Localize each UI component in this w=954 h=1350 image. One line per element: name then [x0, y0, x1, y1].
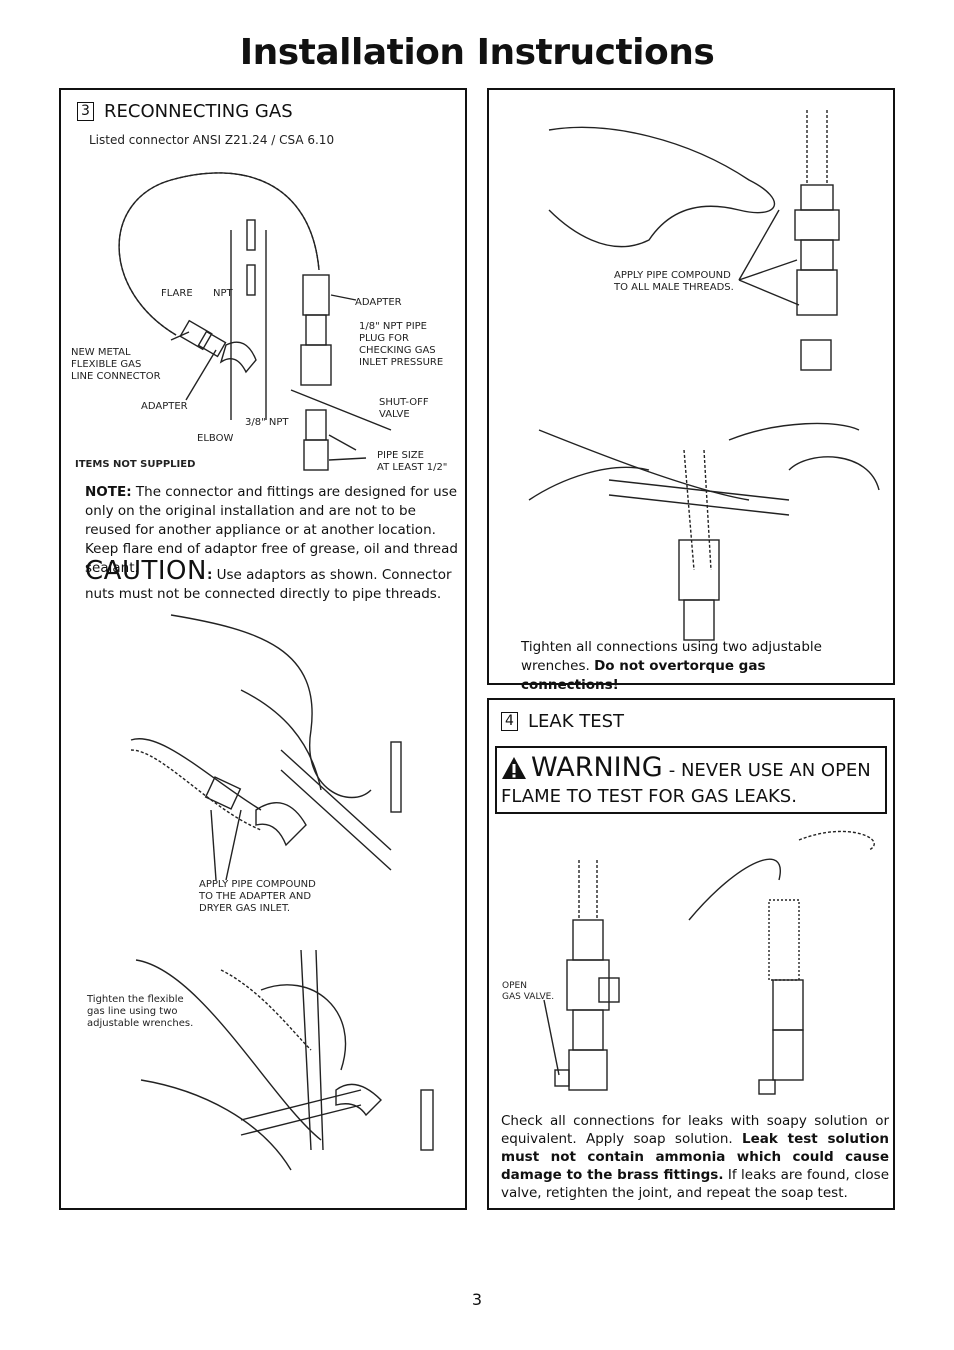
- pipe-compound-illustration: [489, 90, 893, 683]
- npt-38-label: 3/8" NPT: [245, 417, 289, 429]
- adapter-bottom-label: ADAPTER: [141, 401, 188, 413]
- flare-label: FLARE: [161, 288, 193, 300]
- caution-paragraph: CAUTION: Use adaptors as shown. Connecto…: [85, 562, 465, 604]
- tighten-panel: APPLY PIPE COMPOUND TO ALL MALE THREADS.…: [487, 88, 895, 685]
- apply-male-threads-label: APPLY PIPE COMPOUND TO ALL MALE THREADS.: [614, 270, 734, 294]
- items-not-supplied-label: ITEMS NOT SUPPLIED: [75, 459, 195, 471]
- check-paragraph: Check all connections for leaks with soa…: [501, 1112, 889, 1202]
- page-number: 3: [0, 1290, 954, 1309]
- caution-label: CAUTION: [85, 556, 207, 586]
- new-metal-label: NEW METAL FLEXIBLE GAS LINE CONNECTOR: [71, 347, 161, 383]
- adapter-top-label: ADAPTER: [355, 297, 402, 309]
- elbow-label: ELBOW: [197, 433, 233, 445]
- page-title: Installation Instructions: [0, 32, 954, 73]
- tighten-paragraph: Tighten all connections using two adjust…: [521, 638, 861, 695]
- gas-connector-diagram: [61, 90, 465, 1208]
- leak-test-panel: 4 LEAK TEST WARNING - NEVER USE AN OPEN …: [487, 698, 895, 1210]
- reconnecting-gas-panel: 3 RECONNECTING GAS Listed connector ANSI…: [59, 88, 467, 1210]
- npt-label: NPT: [213, 288, 233, 300]
- pipe-plug-label: 1/8" NPT PIPE PLUG FOR CHECKING GAS INLE…: [359, 321, 443, 369]
- note-label: NOTE:: [85, 484, 132, 500]
- pipe-size-label: PIPE SIZE AT LEAST 1/2": [377, 450, 447, 474]
- apply-compound-label: APPLY PIPE COMPOUND TO THE ADAPTER AND D…: [199, 879, 316, 915]
- tighten-flexible-label: Tighten the flexible gas line using two …: [87, 994, 193, 1030]
- shutoff-valve-label: SHUT-OFF VALVE: [379, 397, 429, 421]
- open-gas-valve-label: OPEN GAS VALVE.: [502, 981, 554, 1003]
